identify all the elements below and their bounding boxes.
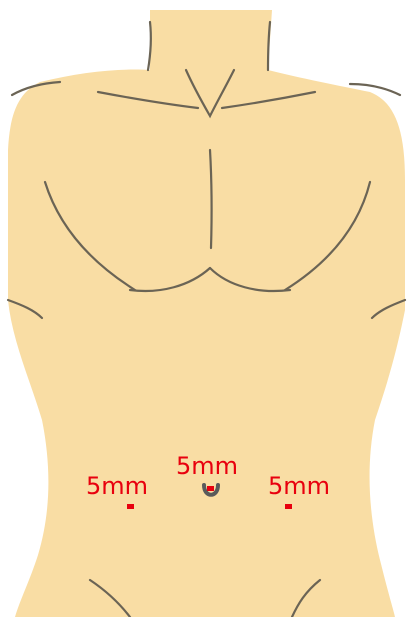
port-umbilical-marker: [207, 486, 214, 491]
port-right-marker: [285, 504, 292, 509]
port-right-label: 5mm: [268, 474, 330, 498]
neck-line-right: [268, 22, 270, 70]
port-left-label: 5mm: [86, 474, 148, 498]
port-left-marker: [127, 504, 134, 509]
port-umbilical-label: 5mm: [176, 454, 238, 478]
torso-silhouette: [8, 10, 405, 617]
